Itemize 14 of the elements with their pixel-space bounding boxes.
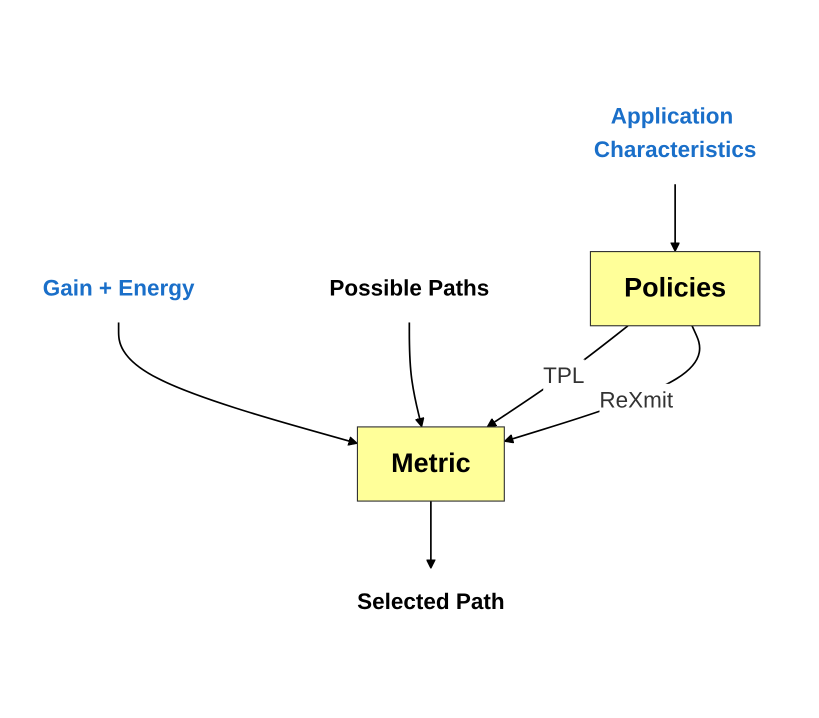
- arrow: [426, 500, 436, 568]
- node-text: Possible Paths: [329, 276, 490, 301]
- node-box: Metric: [356, 426, 505, 502]
- edge-label: TPL: [543, 363, 584, 388]
- node-text: Application Characteristics: [594, 104, 756, 162]
- node-text: Gain + Energy: [42, 276, 195, 301]
- arrow: [504, 324, 700, 443]
- arrow: [670, 184, 680, 252]
- arrow: [408, 322, 424, 427]
- arrow: [486, 324, 629, 427]
- node-box: Policies: [590, 250, 760, 326]
- edge-label: ReXmit: [599, 388, 674, 413]
- node-text: Selected Path: [357, 589, 505, 614]
- arrow: [118, 322, 358, 446]
